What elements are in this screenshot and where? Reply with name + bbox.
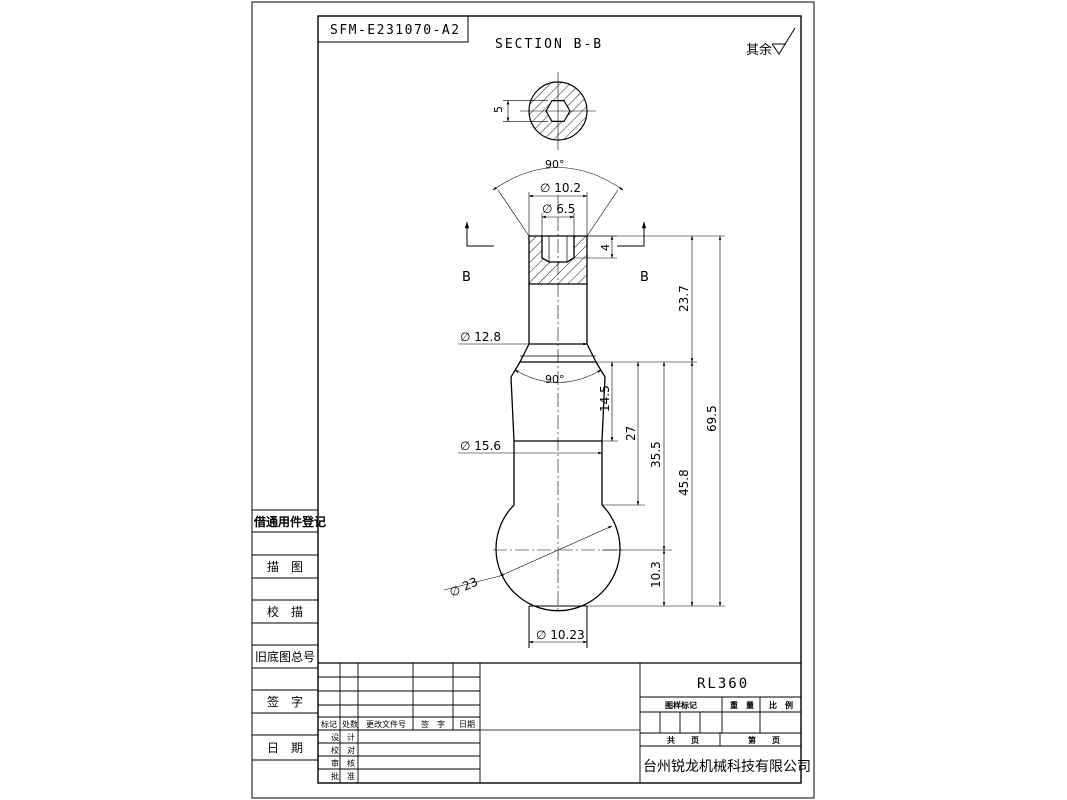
role-proof: 校 对 xyxy=(331,745,355,755)
dim-dia-23: ∅ 23 xyxy=(447,575,480,600)
rev-header-count: 处数 xyxy=(342,719,358,729)
sheet-frame xyxy=(251,1,815,799)
section-cut-marks xyxy=(464,221,647,247)
surface-roughness-mark: 其余 xyxy=(746,27,796,58)
revision-table-text: 标记 处数 更改文件号 签 字 日期 设 计 校 对 审 核 批 准 xyxy=(321,719,475,781)
side-reg: 借通用件登记 xyxy=(253,514,326,529)
dimension-labels: 90° ∅ 10.2 ∅ 6.5 4 23.7 69.5 ∅ 12.8 90° … xyxy=(447,158,719,642)
dim-len-27: 27 xyxy=(624,426,638,441)
side-old-base: 旧底图总号 xyxy=(255,649,315,664)
side-sign: 签 字 xyxy=(267,694,303,709)
dim-dia-15-6: ∅ 15.6 xyxy=(460,439,501,453)
dim-angle-mid: 90° xyxy=(545,373,565,386)
dim-hex-flat: 5 xyxy=(492,106,505,113)
scale-label: 比 例 xyxy=(769,700,793,710)
stage-mark: 图样标记 xyxy=(665,700,697,710)
page-number: 第 页 xyxy=(748,735,780,745)
side-panel-labels: 借通用件登记 描 图 校 描 旧底图总号 签 字 日 期 xyxy=(253,514,326,755)
dimensions xyxy=(443,167,725,644)
rev-header-file: 更改文件号 xyxy=(366,719,406,729)
dim-len-14-5: 14.5 xyxy=(598,385,612,412)
weight-label: 重 量 xyxy=(730,700,754,710)
company-name: 台州锐龙机械科技有限公司 xyxy=(643,759,811,775)
total-pages: 共 页 xyxy=(667,735,699,745)
role-design: 设 计 xyxy=(331,732,355,742)
side-panel xyxy=(252,509,318,761)
dim-dia-10-2: ∅ 10.2 xyxy=(540,181,581,195)
dim-len-35-5: 35.5 xyxy=(649,441,663,468)
side-trace: 描 图 xyxy=(267,560,303,574)
section-title: SECTION B-B xyxy=(495,37,603,52)
title-block xyxy=(640,696,801,747)
part-code: RL360 xyxy=(697,676,749,692)
section-mark-left: B xyxy=(462,270,471,285)
side-check-trace: 校 描 xyxy=(267,604,303,619)
revision-table xyxy=(318,662,801,783)
dim-len-45-8: 45.8 xyxy=(677,469,691,496)
dim-dia-6-5: ∅ 6.5 xyxy=(542,202,575,216)
role-approve: 批 准 xyxy=(331,771,355,781)
section-mark-right: B xyxy=(640,270,649,285)
role-review: 审 核 xyxy=(331,758,355,768)
dim-angle-top: 90° xyxy=(545,158,565,171)
dim-dia-12-8: ∅ 12.8 xyxy=(460,330,501,344)
drawing-number: SFM-E231070-A2 xyxy=(330,23,461,38)
section-view: 5 xyxy=(492,72,596,150)
drawing-number-box: SFM-E231070-A2 xyxy=(317,15,469,43)
dim-depth-4: 4 xyxy=(599,244,612,251)
rev-header-sign: 签 字 xyxy=(421,719,445,729)
dim-len-10-3: 10.3 xyxy=(649,561,663,588)
rev-header-mark: 标记 xyxy=(321,719,337,729)
side-date: 日 期 xyxy=(267,741,303,755)
dim-len-23-7: 23.7 xyxy=(677,285,691,312)
dim-dia-10-23: ∅ 10.23 xyxy=(536,628,585,642)
rev-header-date: 日期 xyxy=(459,720,475,729)
dim-len-69-5: 69.5 xyxy=(705,405,719,432)
roughness-note: 其余 xyxy=(746,42,772,58)
title-block-text: RL360 图样标记 重 量 比 例 共 页 第 页 台州锐龙机械科技有限公司 xyxy=(643,676,811,775)
